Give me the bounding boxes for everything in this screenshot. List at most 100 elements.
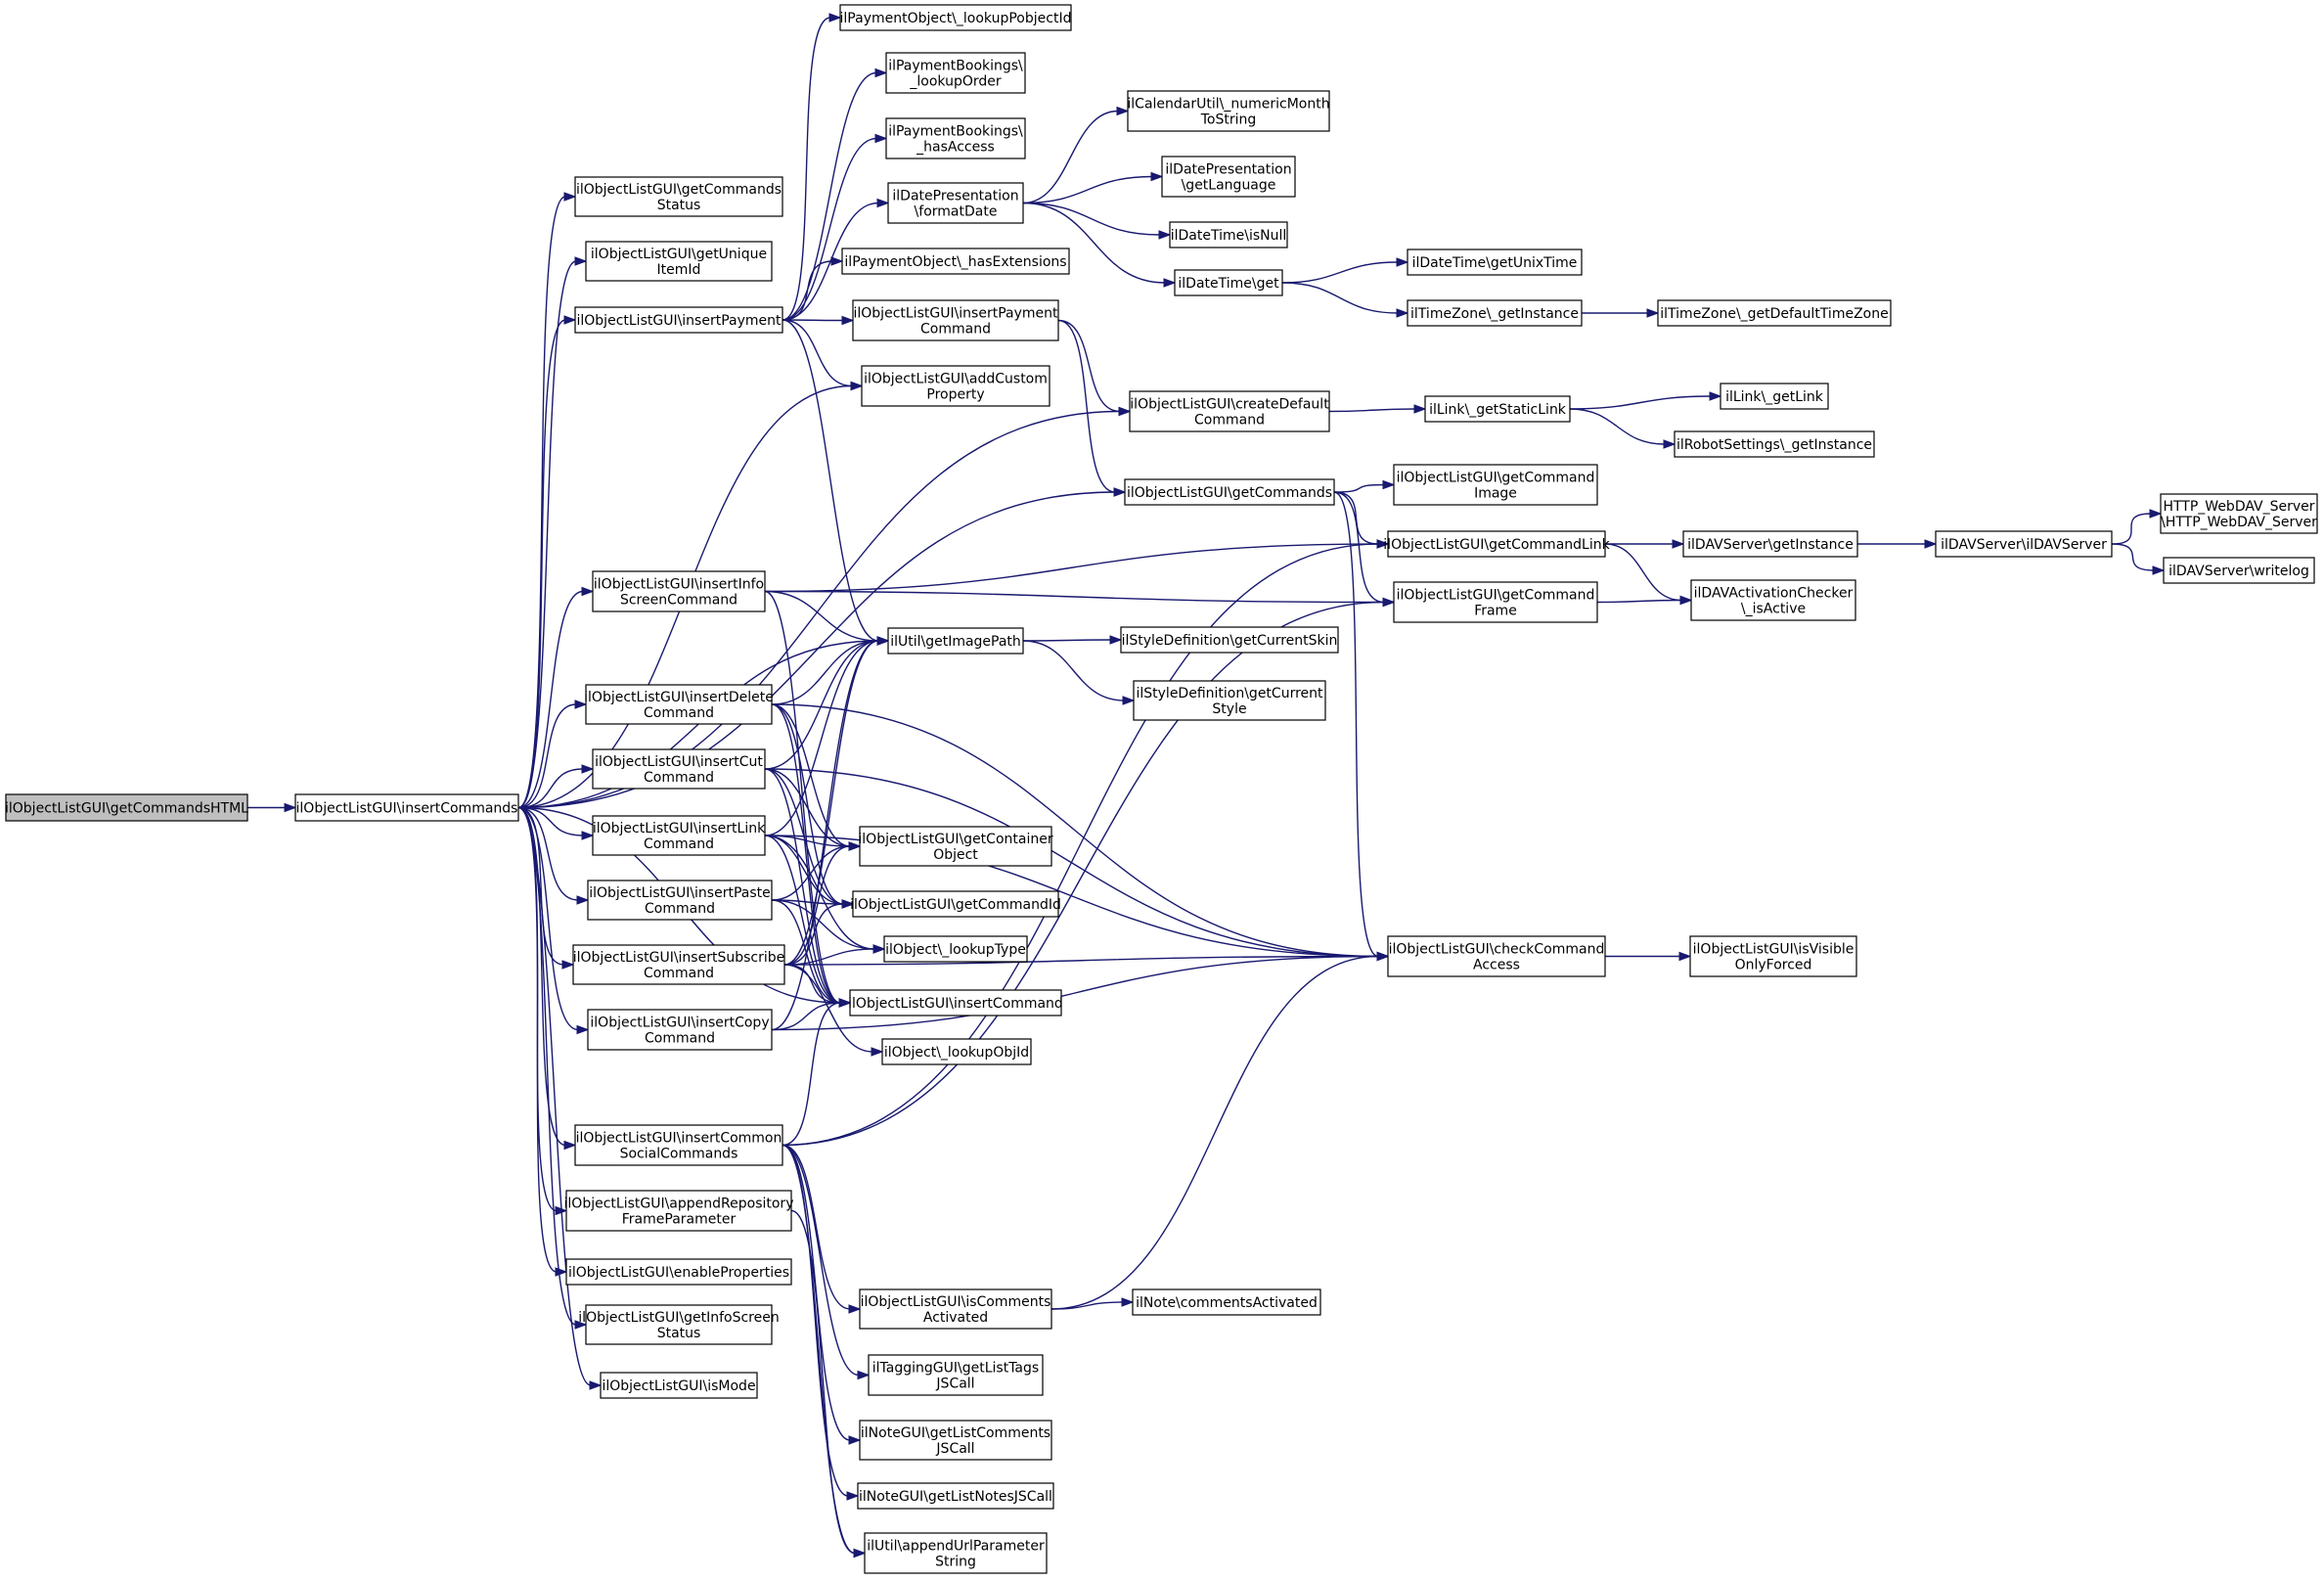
node-tzGetInstance[interactable]: ilTimeZone\_getInstance bbox=[1407, 299, 1583, 327]
edge-line bbox=[1569, 408, 1666, 445]
edge-arrowhead bbox=[1109, 635, 1123, 645]
edge-insertCommonSocialCommands-to-getCommandLink bbox=[782, 539, 1390, 1147]
node-box bbox=[2163, 557, 2315, 584]
node-getStaticLink[interactable]: ilLink\_getStaticLink bbox=[1424, 395, 1571, 423]
node-insertCommonSocialCommands[interactable]: ilObjectListGUI\insertCommonSocialComman… bbox=[574, 1124, 783, 1166]
node-httpWebdav[interactable]: HTTP_WebDAV_Server\HTTP_WebDAV_Server bbox=[2160, 493, 2318, 534]
edge-insertCommonSocialCommands-to-getListNotesJSCall bbox=[782, 1144, 860, 1501]
node-getDefaultTimeZone[interactable]: ilTimeZone\_getDefaultTimeZone bbox=[1657, 299, 1892, 327]
node-box bbox=[574, 1124, 783, 1166]
edge-arrowhead bbox=[874, 68, 888, 78]
node-getImagePath[interactable]: ilUtil\getImagePath bbox=[887, 627, 1024, 655]
node-davConstructor[interactable]: ilDAVServer\ilDAVServer bbox=[1935, 530, 2113, 558]
node-label: ilTimeZone\_getInstance bbox=[1410, 306, 1579, 322]
edge-arrowhead bbox=[841, 315, 855, 326]
node-label: ilPaymentBookings\ bbox=[888, 59, 1023, 74]
node-box bbox=[859, 1420, 1052, 1461]
node-isMode[interactable]: ilObjectListGUI\isMode bbox=[600, 1372, 758, 1399]
edge-line bbox=[764, 835, 841, 1004]
edge-line bbox=[1022, 202, 1161, 236]
node-getCommands[interactable]: ilObjectListGUI\getCommands bbox=[1124, 478, 1335, 506]
node-box bbox=[592, 748, 766, 790]
node-formatDate[interactable]: ilDatePresentation\formatDate bbox=[887, 182, 1024, 224]
node-label: ilPaymentObject\_hasExtensions bbox=[844, 254, 1066, 270]
node-dateTimeGet[interactable]: ilDateTime\get bbox=[1174, 269, 1283, 296]
edge-arrowhead bbox=[1116, 106, 1130, 116]
node-robotGetInstance[interactable]: ilRobotSettings\_getInstance bbox=[1674, 430, 1875, 458]
node-lookupOrder[interactable]: ilPaymentBookings\_lookupOrder bbox=[885, 52, 1026, 94]
node-box bbox=[587, 1009, 773, 1051]
node-davIsActive[interactable]: ilDAVActivationChecker\_isActive bbox=[1690, 579, 1856, 621]
node-getCurrentSkin[interactable]: ilStyleDefinition\getCurrentSkin bbox=[1120, 626, 1339, 654]
node-writelog[interactable]: ilDAVServer\writelog bbox=[2163, 557, 2315, 584]
node-label: ilObject\_lookupObjId bbox=[884, 1045, 1029, 1061]
node-box bbox=[1682, 530, 1858, 558]
node-lookupPobjectId[interactable]: ilPaymentObject\_lookupPobjectId bbox=[839, 4, 1072, 31]
node-getCommandLink[interactable]: ilObjectListGUI\getCommandLink bbox=[1383, 530, 1611, 558]
node-isNull[interactable]: ilDateTime\isNull bbox=[1169, 221, 1288, 248]
node-noteCommentsActivated[interactable]: ilNote\commentsActivated bbox=[1132, 1288, 1321, 1316]
edge-arrowhead bbox=[574, 256, 588, 266]
node-box bbox=[857, 1482, 1054, 1510]
edge-arrowhead bbox=[581, 764, 595, 774]
node-label: JSCall bbox=[935, 1441, 974, 1457]
edge-line bbox=[517, 768, 584, 809]
node-linkGetLink[interactable]: ilLink\_getLink bbox=[1720, 383, 1829, 410]
node-label: ilObjectListGUI\insertPaste bbox=[589, 885, 771, 901]
node-label: _hasAccess bbox=[916, 140, 995, 156]
node-box bbox=[1387, 530, 1606, 558]
node-lookupObjId[interactable]: ilObject\_lookupObjId bbox=[881, 1038, 1032, 1065]
edge-davConstructor-to-httpWebdav bbox=[2111, 509, 2163, 545]
node-hasExtensions[interactable]: ilPaymentObject\_hasExtensions bbox=[841, 248, 1070, 275]
edge-insertCommands-to-isMode bbox=[517, 806, 603, 1390]
node-getLanguage[interactable]: ilDatePresentation\getLanguage bbox=[1161, 156, 1296, 198]
node-box bbox=[883, 935, 1028, 963]
node-box bbox=[592, 570, 766, 612]
node-insertPayment[interactable]: ilObjectListGUI\insertPayment bbox=[574, 306, 783, 334]
edge-insertCopyCommand-to-getImagePath bbox=[771, 636, 890, 1031]
node-lookupType[interactable]: ilObject\_lookupType bbox=[883, 935, 1028, 963]
node-davGetInstance[interactable]: ilDAVServer\getInstance bbox=[1682, 530, 1858, 558]
node-label: OnlyForced bbox=[1735, 958, 1812, 973]
node-insertCommands[interactable]: ilObjectListGUI\insertCommands bbox=[294, 793, 519, 822]
node-enableProperties[interactable]: ilObjectListGUI\enableProperties bbox=[565, 1258, 792, 1286]
edge-insertCommonSocialCommands-to-getListCommentsJSCall bbox=[782, 1144, 862, 1445]
edge-arrowhead bbox=[1150, 171, 1164, 182]
edge-arrowhead bbox=[853, 1548, 867, 1558]
node-label: ilNoteGUI\getListComments bbox=[861, 1425, 1050, 1441]
node-label: ilObjectListGUI\isVisible bbox=[1693, 942, 1855, 958]
node-getCommandId[interactable]: ilObjectListGUI\getCommandId bbox=[850, 890, 1061, 918]
node-getListNotesJSCall[interactable]: ilNoteGUI\getListNotesJSCall bbox=[857, 1482, 1054, 1510]
edge-arrowhead bbox=[589, 1380, 603, 1390]
node-root[interactable]: ilObjectListGUI\getCommandsHTML bbox=[5, 793, 248, 822]
node-insertCommand[interactable]: ilObjectListGUI\insertCommand bbox=[848, 989, 1063, 1016]
node-appendRepositoryFrameParameter[interactable]: ilObjectListGUI\appendRepositoryFramePar… bbox=[564, 1190, 794, 1232]
edge-line bbox=[1022, 640, 1125, 701]
node-hasAccess[interactable]: ilPaymentBookings\_hasAccess bbox=[885, 117, 1026, 159]
node-getUnixTime[interactable]: ilDateTime\getUnixTime bbox=[1407, 248, 1583, 276]
